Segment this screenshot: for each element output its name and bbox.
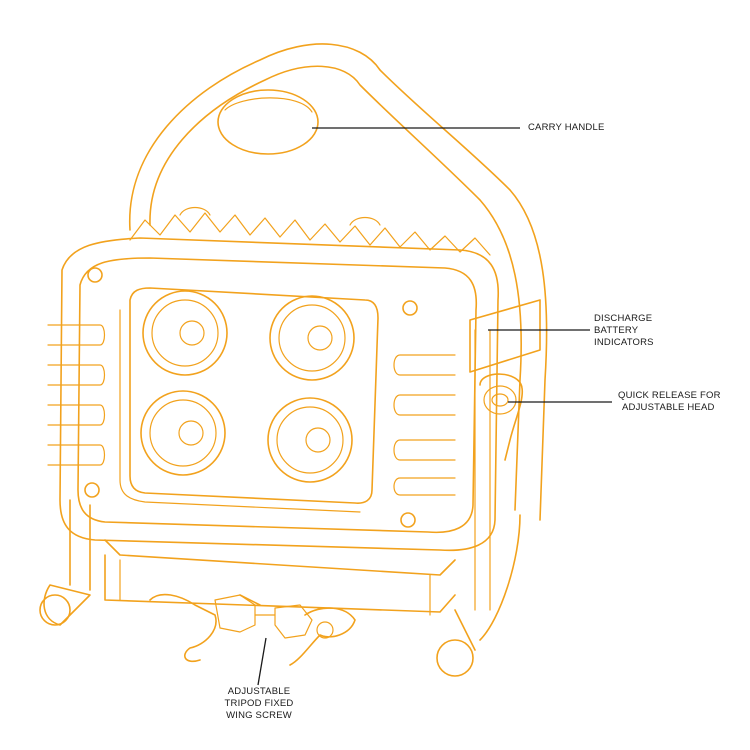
led-lens-bottom-left <box>140 390 226 476</box>
lamp-housing <box>59 237 500 552</box>
led-lens-top-right <box>269 295 355 381</box>
led-lens-top-left <box>142 290 228 376</box>
label-quick-release: QUICK RELEASE FOR ADJUSTABLE HEAD <box>618 390 721 414</box>
label-discharge-line-1: DISCHARGE <box>594 313 653 324</box>
label-carry-handle-line-1: CARRY HANDLE <box>528 122 605 133</box>
left-grip-ribs <box>47 324 106 466</box>
label-carry-handle: CARRY HANDLE <box>528 122 605 134</box>
leader-lines <box>257 127 612 686</box>
label-discharge-battery-indicators: DISCHARGE BATTERY INDICATORS <box>594 313 654 349</box>
label-wing-screw: ADJUSTABLE TRIPOD FIXED WING SCREW <box>214 686 304 722</box>
battery-indicator-panel <box>469 299 541 611</box>
label-quick-release-line-2: ADJUSTABLE HEAD <box>622 402 715 413</box>
lens-panel <box>119 287 379 513</box>
label-discharge-line-2: BATTERY <box>594 325 639 336</box>
led-lens-bottom-right <box>267 397 353 483</box>
quick-release-knob <box>479 373 524 461</box>
carry-handle <box>129 43 548 521</box>
label-wing-screw-line-2: TRIPOD FIXED <box>224 698 294 709</box>
label-wing-screw-line-3: WING SCREW <box>226 710 292 721</box>
label-wing-screw-line-1: ADJUSTABLE <box>227 686 291 697</box>
label-discharge-line-3: INDICATORS <box>594 337 654 348</box>
right-grip-ribs <box>393 354 456 496</box>
wing-screw-assembly <box>149 593 356 666</box>
base-frame <box>39 499 521 677</box>
leader-wing-screw <box>257 637 267 686</box>
label-quick-release-line-1: QUICK RELEASE FOR <box>618 390 721 401</box>
heat-sink-fins <box>129 206 491 256</box>
